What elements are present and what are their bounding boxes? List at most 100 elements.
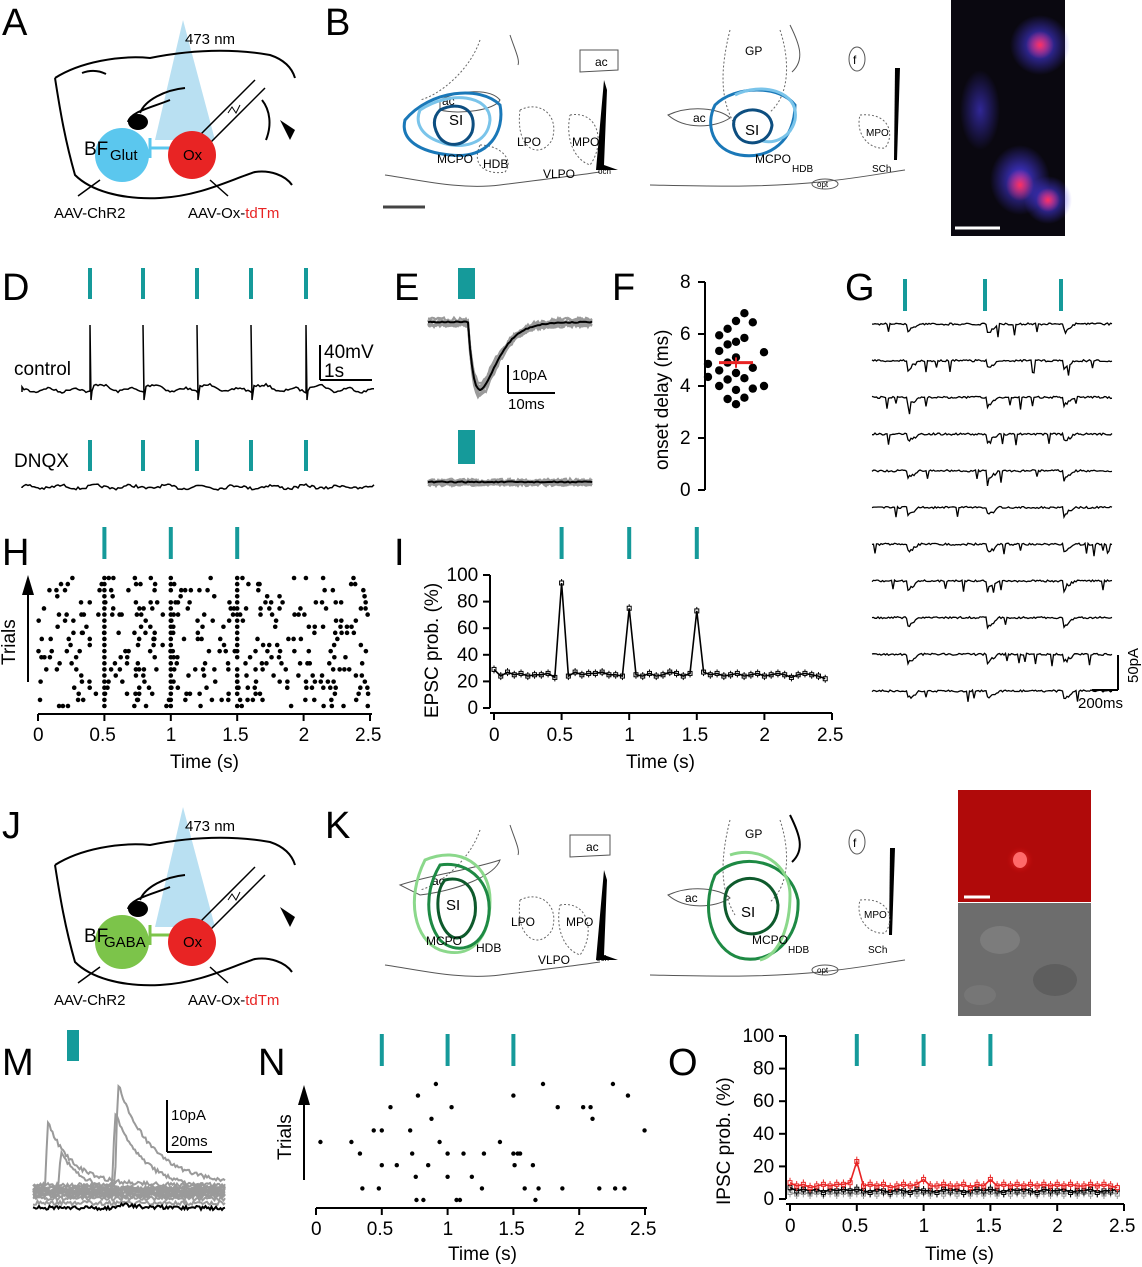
spike-dot [102,600,107,605]
spike-dot [331,642,337,648]
gray-series [789,1191,1118,1195]
spike-dot [208,575,213,581]
spike-dot [234,703,240,709]
svg-text:Trials: Trials [0,619,20,665]
spike-dot [533,1197,538,1203]
spike-dot [327,685,333,691]
spike-dot [186,673,191,678]
spike-dot [57,661,62,666]
spike-dot [234,612,240,617]
y-tick-label: 100 [447,565,479,586]
spike-dot [280,600,285,605]
spike-dot [168,636,174,642]
ipsc-mean-trace [32,1201,226,1212]
spike-dot [445,1174,450,1180]
spike-dot [39,636,45,642]
y-tick-label: 80 [457,592,478,613]
spike-dot [321,685,326,691]
y-tick-label: 80 [753,1059,774,1080]
spike-dot [154,600,160,605]
spike-dot [200,667,206,672]
spike-dot [184,691,189,697]
spike-dot [240,618,246,623]
svg-text:Time (s): Time (s) [170,752,239,773]
svg-text:SCh: SCh [868,945,887,956]
x-tick-label: 0.5 [89,725,115,746]
spike-dot [429,1116,434,1122]
spike-dot [171,581,177,587]
spike-dot [267,606,272,611]
spike-dot [187,600,192,605]
spike-dot [234,667,240,672]
epsc-trial-trace [427,320,593,390]
stim-tick [694,527,699,559]
spike-dot [175,600,181,605]
y-tick-label: 8 [680,272,691,293]
stim-tick [102,527,107,559]
spike-dot [187,691,193,697]
spike-dot [70,575,75,581]
spike-dot [597,1186,602,1191]
epsc-trial-trace [427,318,593,400]
spike-dot [253,648,258,654]
x-tick-label: 1 [919,1216,930,1237]
spike-dot [333,685,339,691]
stim-tick [304,268,308,299]
spike-dot [320,624,326,630]
stim-tick [195,268,199,299]
svg-text:HDB: HDB [476,941,501,955]
spike-dot [199,636,204,642]
spike-dot [257,581,262,587]
spike-dot [258,612,263,617]
spike-dot [188,587,194,593]
spike-dot [36,618,41,623]
y-tick-label: 20 [457,671,478,692]
spike-dot [87,600,93,605]
x-tick-label: 1.5 [682,725,708,746]
spike-dot [102,661,107,666]
spike-dot [323,606,329,611]
spike-dot [309,685,315,691]
spike-dot [312,630,317,636]
spike-dot [77,648,82,654]
spike-dot [168,691,174,697]
spike-dot [230,612,236,617]
svg-text:10pA: 10pA [171,1107,206,1124]
spike-dot [135,642,141,648]
spike-dot [277,679,282,684]
spike-dot [530,1163,536,1168]
spike-dot [175,612,181,617]
spike-dot [133,600,139,605]
spike-dot [108,667,114,672]
spike-dot [192,667,198,672]
spike-dot [106,575,112,581]
panel-label-a: A [2,2,28,44]
spike-dot [511,1093,516,1098]
spike-dot [288,703,294,709]
spike-dot [54,667,60,672]
spike-dot [76,691,81,697]
data-point [723,340,732,349]
spike-dot [195,630,201,636]
panel-label-o: O [668,1042,698,1084]
data-point [731,400,741,409]
spike-dot [511,1151,516,1156]
spike-dot [291,636,296,642]
y-tick-label: 6 [680,324,691,345]
spike-dot [285,679,290,684]
data-point [723,394,732,404]
x-tick-label: 2 [299,725,310,746]
spike-dot [362,593,367,599]
spike-dot [264,593,270,599]
spike-dot [102,636,107,642]
spike-dot [330,667,336,672]
stim-bar [458,268,475,299]
spike-dot [149,691,155,697]
spike-dot [358,685,363,691]
spike-dot [221,642,227,648]
black-series [789,1186,1118,1194]
spike-dot [74,667,79,672]
spike-dot [87,642,93,648]
spike-dot [219,697,224,703]
spike-dot [376,1186,382,1191]
